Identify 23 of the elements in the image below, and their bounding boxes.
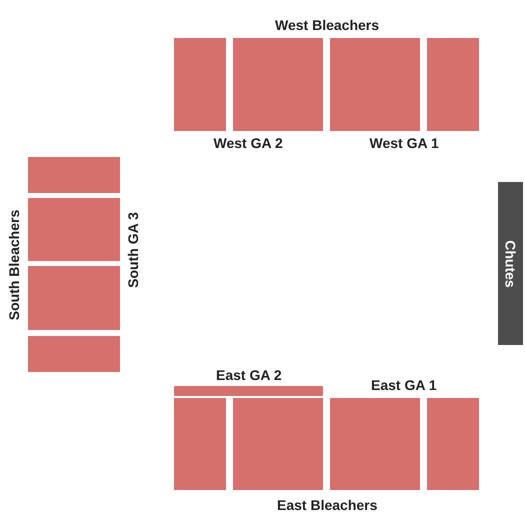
chutes-area [498,182,523,345]
seating-section [28,157,120,193]
area-label: Chutes [502,240,518,288]
seating-section [233,398,323,490]
seating-section [174,398,226,490]
section-label: South GA 3 [124,212,141,288]
seating-section [330,38,420,131]
seating-section [28,336,120,372]
seating-section [427,38,479,131]
section-label: West GA 2 [214,135,283,151]
section-label: West GA 1 [370,135,439,151]
seating-section [233,38,323,131]
seating-section [174,38,226,131]
section-label: East Bleachers [277,497,378,513]
seating-section [427,398,479,490]
section-label: South Bleachers [6,210,22,320]
seating-section [28,266,120,330]
section-label: East GA 1 [371,377,437,393]
section-label: East GA 2 [216,367,282,383]
seating-section [28,198,120,261]
section-label: West Bleachers [275,17,380,33]
seating-section [330,398,420,490]
seating-section [174,386,323,396]
